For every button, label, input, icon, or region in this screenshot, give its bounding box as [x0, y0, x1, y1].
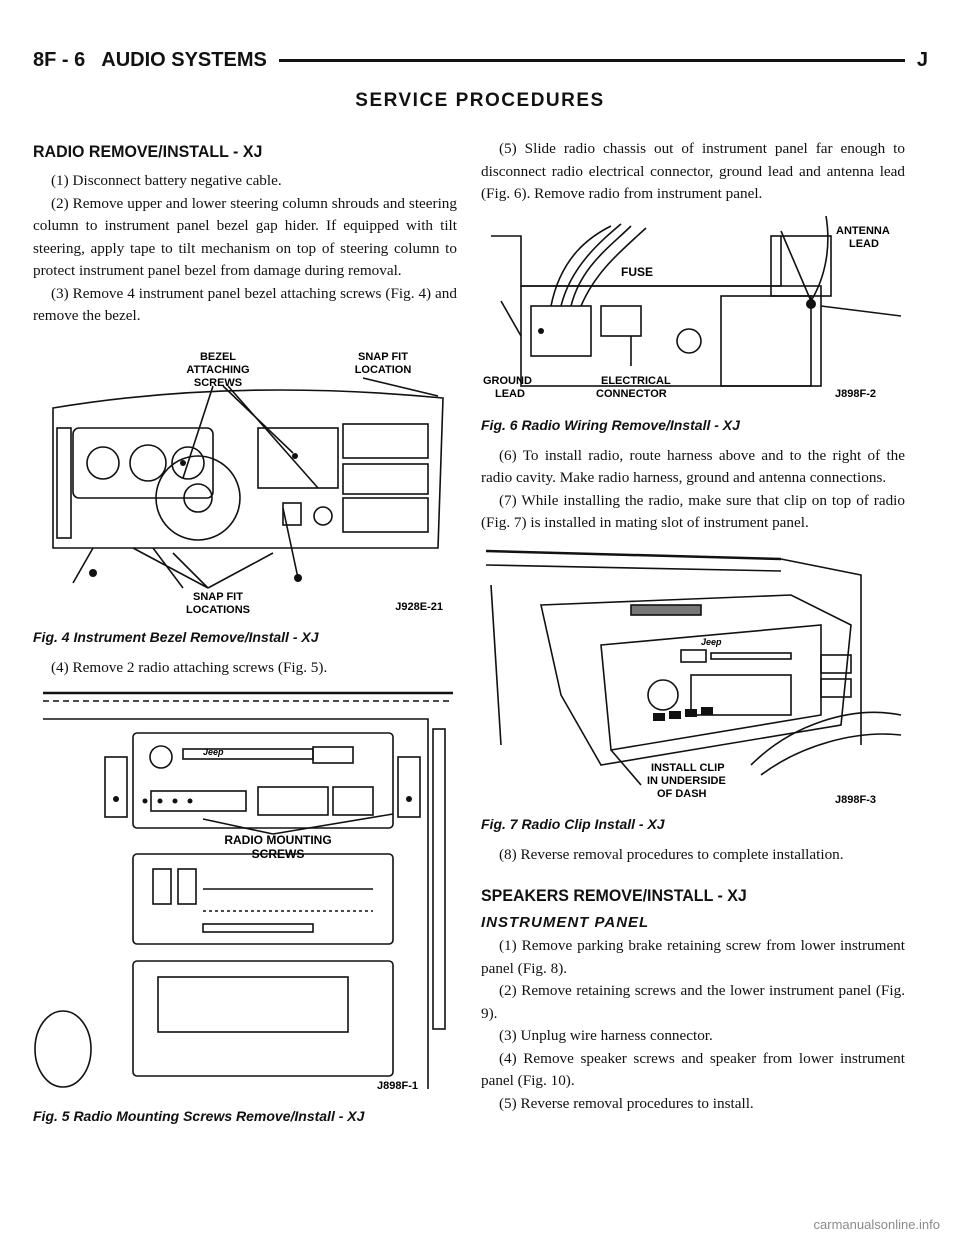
speakers-heading: SPEAKERS REMOVE/INSTALL - XJ [481, 886, 747, 905]
fig7-label-2: IN UNDERSIDE [647, 775, 726, 787]
radio-step-6: (6) To install radio, route harness abov… [481, 446, 905, 487]
watermark: carmanualsonline.info [813, 1217, 940, 1232]
fig6-code: J898F-2 [835, 388, 876, 400]
fig6-label-antenna-1: ANTENNA [836, 225, 890, 237]
fig4-label-bezel-3: SCREWS [194, 377, 242, 389]
fig4-label-snaps-1: SNAP FIT [193, 591, 243, 603]
fig5-caption: Fig. 5 Radio Mounting Screws Remove/Inst… [33, 1108, 365, 1124]
speaker-step-2: (2) Remove retaining screws and the lowe… [481, 982, 905, 1022]
radio-step-5: (5) Slide radio chassis out of instrumen… [481, 140, 905, 202]
radio-step-2: (2) Remove upper and lower steering colu… [33, 194, 457, 280]
instrument-panel-subheading: INSTRUMENT PANEL [481, 914, 650, 931]
fig5-label-2: SCREWS [252, 847, 305, 861]
fig7-label-3: OF DASH [657, 788, 707, 800]
instrument-bezel-illustration: BEZEL ATTACHING SCREWS SNAP FIT LOCATION… [52, 351, 444, 616]
speaker-step-1: (1) Remove parking brake retaining screw… [481, 937, 905, 977]
fig7-label-1: INSTALL CLIP [651, 762, 725, 774]
radio-mounting-illustration: Jeep RADIO MOUNTING SCREWS J898F-1 [34, 691, 453, 1092]
radio-step-4: (4) Remove 2 radio attaching screws (Fig… [51, 658, 328, 676]
header-rule [278, 58, 905, 62]
speaker-step-3: (3) Unplug wire harness connector. [499, 1027, 713, 1044]
fig5-code: J898F-1 [377, 1080, 418, 1092]
page-number: 8F - 6 [33, 48, 86, 71]
fig5-label-1: RADIO MOUNTING [224, 833, 331, 847]
fig7-brand: Jeep [701, 637, 722, 647]
radio-step-3: (3) Remove 4 instrument panel bezel atta… [33, 284, 457, 325]
fig7-caption: Fig. 7 Radio Clip Install - XJ [481, 815, 665, 832]
fig6-label-ground-1: GROUND [483, 375, 532, 387]
figure-4: BEZEL ATTACHING SCREWS SNAP FIT LOCATION… [33, 338, 457, 645]
fig6-label-fuse: FUSE [621, 265, 653, 279]
figure-7: Jeep INSTALL CLIP IN UNDERSIDE OF DASH J… [481, 545, 905, 832]
speaker-step-5: (5) Reverse removal procedures to instal… [499, 1094, 754, 1112]
fig4-label-bezel-1: BEZEL [200, 351, 236, 363]
section-letter: J [916, 48, 928, 71]
fig6-label-antenna-2: LEAD [849, 238, 879, 250]
section-title: AUDIO SYSTEMS [101, 48, 267, 71]
fig7-code: J898F-3 [835, 794, 876, 806]
figure-6: FUSE ANTENNA LEAD GROUND LEAD ELECTRICAL… [481, 215, 905, 433]
radio-wiring-illustration: FUSE ANTENNA LEAD GROUND LEAD ELECTRICAL… [483, 215, 902, 400]
fig5-brand: Jeep [203, 747, 224, 757]
radio-heading: RADIO REMOVE/INSTALL - XJ [33, 142, 263, 161]
fig4-label-snaps-2: LOCATIONS [186, 604, 250, 616]
fig4-caption: Fig. 4 Instrument Bezel Remove/Install -… [33, 628, 319, 645]
left-column: RADIO REMOVE/INSTALL - XJ (1) Disconnect… [33, 142, 457, 1136]
page-header: 8F - 6 AUDIO SYSTEMS J [33, 48, 928, 72]
fig6-label-ground-2: LEAD [495, 388, 525, 400]
page-title: SERVICE PROCEDURES [355, 90, 605, 111]
fig4-code: J928E-21 [395, 601, 443, 613]
radio-step-8: (8) Reverse removal procedures to comple… [499, 845, 844, 863]
fig6-label-elec-2: CONNECTOR [596, 388, 667, 400]
radio-clip-illustration: Jeep INSTALL CLIP IN UNDERSIDE OF DASH J… [485, 549, 902, 806]
radio-step-1: (1) Disconnect battery negative cable. [51, 172, 282, 189]
right-column: (5) Slide radio chassis out of instrumen… [481, 138, 905, 1115]
fig6-label-elec-1: ELECTRICAL [601, 375, 671, 387]
speaker-step-4: (4) Remove speaker screws and speaker fr… [481, 1049, 905, 1090]
fig4-label-snap-1: SNAP FIT [358, 351, 408, 363]
fig6-caption: Fig. 6 Radio Wiring Remove/Install - XJ [481, 416, 740, 433]
fig4-label-snap-2: LOCATION [355, 364, 412, 376]
fig4-label-bezel-2: ATTACHING [186, 364, 249, 376]
radio-step-7: (7) While installing the radio, make sur… [481, 491, 905, 532]
figure-5: Jeep RADIO MOUNTING SCREWS J898F-1 Fig. … [33, 689, 457, 1124]
